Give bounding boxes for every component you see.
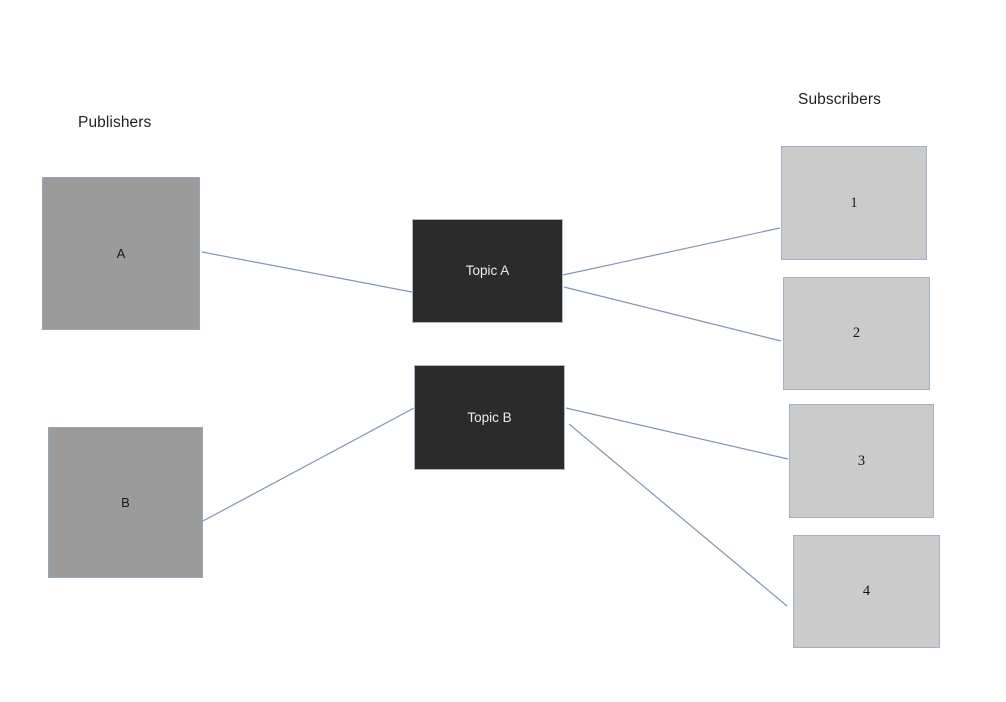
edge-topic-b-sub-4: [568, 423, 788, 607]
subscribers-group-label: Subscribers: [798, 91, 881, 108]
topic-node-topic-b[interactable]: Topic B: [414, 365, 565, 470]
topic-node-label: Topic A: [465, 263, 510, 279]
topic-node-topic-a[interactable]: Topic A: [412, 219, 563, 323]
subscriber-node-2[interactable]: 2: [783, 277, 930, 390]
subscriber-node-1[interactable]: 1: [781, 146, 927, 260]
subscriber-node-4[interactable]: 4: [793, 535, 940, 648]
publishers-group-label: Publishers: [78, 114, 152, 131]
topic-node-label: Topic B: [467, 409, 512, 425]
publisher-node-b[interactable]: B: [48, 427, 203, 578]
edge-pub-b-topic-b: [202, 407, 415, 522]
subscriber-node-label: 1: [850, 194, 858, 211]
subscriber-node-label: 3: [857, 452, 866, 469]
publisher-node-a[interactable]: A: [42, 177, 200, 330]
subscriber-node-label: 2: [852, 325, 861, 342]
publisher-node-label: A: [116, 246, 126, 261]
edge-topic-b-sub-3: [565, 407, 789, 460]
edge-topic-a-sub-1: [562, 227, 781, 276]
edge-topic-a-sub-2: [563, 286, 782, 342]
publisher-node-label: B: [121, 495, 130, 510]
subscriber-node-3[interactable]: 3: [789, 404, 934, 518]
edge-pub-a-topic-a: [201, 251, 413, 293]
subscriber-node-label: 4: [862, 583, 871, 600]
